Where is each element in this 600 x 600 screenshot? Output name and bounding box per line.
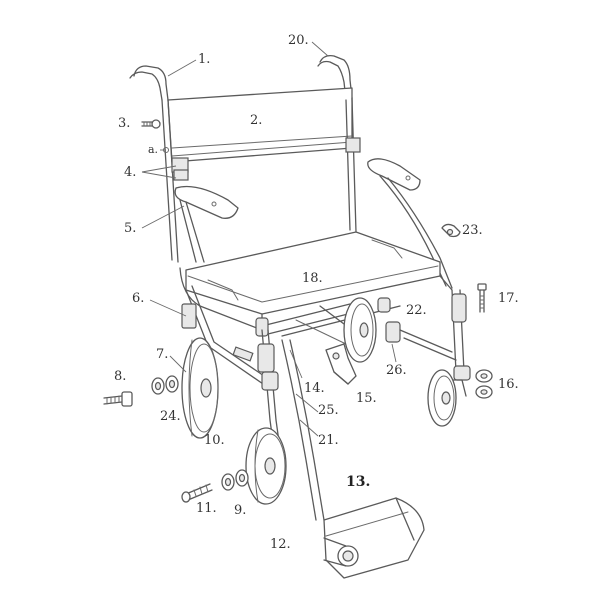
label-10: 10.: [204, 433, 225, 448]
washers-part-9: [221, 469, 249, 491]
label-3: 3.: [118, 116, 130, 131]
rear-wheel-right: [343, 297, 377, 363]
label-2: 2.: [250, 113, 262, 128]
label-21: 21.: [318, 433, 339, 448]
label-16: 16.: [498, 377, 519, 392]
bolt-part-17: [477, 283, 487, 313]
axle-bolt-part-11: [181, 483, 213, 503]
washers-part-16: [475, 369, 493, 399]
seat-assembly: [179, 231, 453, 345]
footrest-13: [323, 497, 425, 579]
label-23: 23.: [462, 223, 483, 238]
label-24: 24.: [160, 409, 181, 424]
washers-part-24: [151, 375, 179, 395]
label-4: 4.: [124, 165, 136, 180]
label-5: 5.: [124, 221, 136, 236]
label-20: 20.: [288, 33, 309, 48]
label-15: 15.: [356, 391, 377, 406]
right-side-frame: [399, 289, 471, 397]
footplate-bracket-15: [325, 343, 357, 385]
right-armrest: [367, 158, 453, 289]
front-caster-right: [427, 369, 457, 427]
label-9: 9.: [234, 503, 246, 518]
label-22: 22.: [406, 303, 427, 318]
bolt-part-3: [141, 119, 161, 129]
label-17: 17.: [498, 291, 519, 306]
part-labels: 1. 2. 3. a. 4. 5. 6. 7. 8. 9. 10. 11. 12…: [114, 33, 519, 552]
axle-bolt-part-8: [103, 391, 133, 407]
backrest-assembly: [129, 54, 361, 263]
front-caster-left-12: [245, 427, 287, 505]
knob-part-23: [441, 223, 461, 238]
label-14: 14.: [304, 381, 325, 396]
label-12: 12.: [270, 537, 291, 552]
label-26: 26.: [386, 363, 407, 378]
label-8: 8.: [114, 369, 126, 384]
label-11: 11.: [196, 501, 217, 516]
label-13: 13.: [346, 474, 370, 490]
label-25: 25.: [318, 403, 339, 418]
left-side-frame: [181, 285, 325, 521]
label-1: 1.: [198, 52, 210, 67]
label-18: 18.: [302, 271, 323, 286]
label-7: 7.: [156, 347, 168, 362]
left-armrest: [174, 185, 239, 263]
rear-wheel-left-10: [181, 337, 219, 439]
label-a: a.: [148, 143, 158, 156]
label-6: 6.: [132, 291, 144, 306]
leader-lines: [141, 41, 397, 437]
